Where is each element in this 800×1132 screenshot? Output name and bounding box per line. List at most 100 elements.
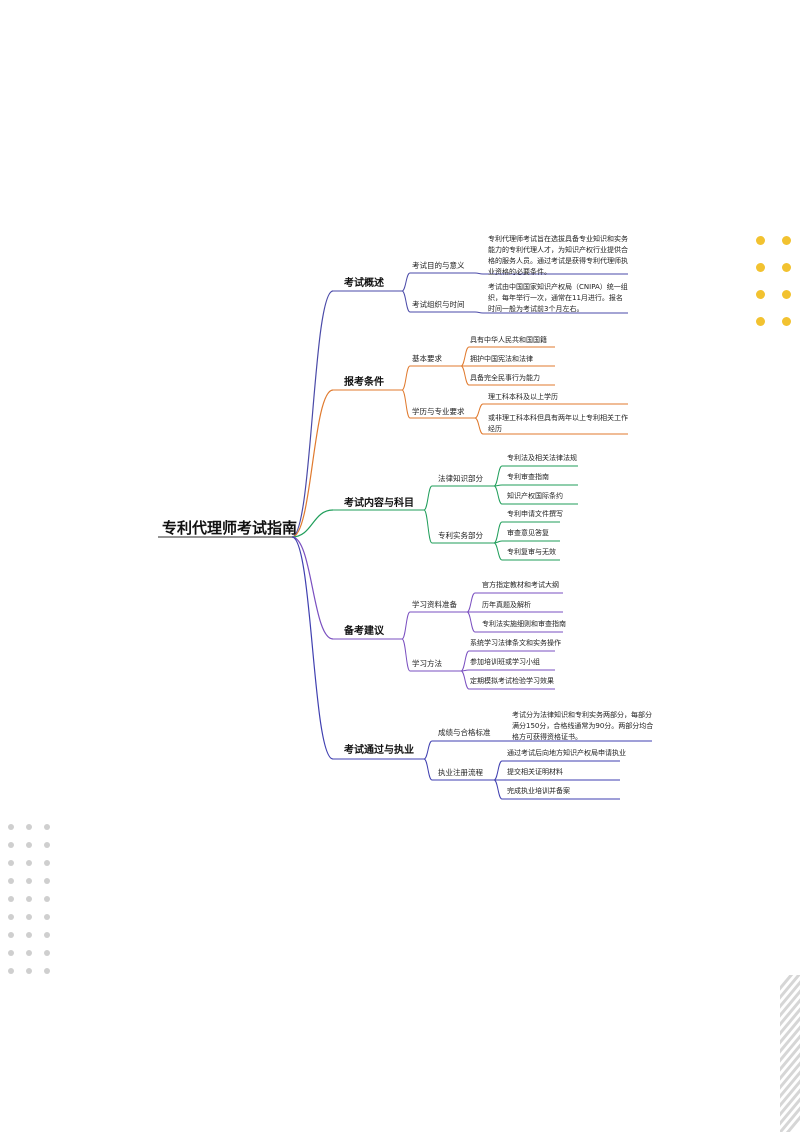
leaf-capacity: 具备完全民事行为能力: [470, 374, 540, 382]
leaf-implementation-rules: 专利法实施细则和审查指南: [482, 620, 566, 628]
connector-leaf-2-0-0: [493, 465, 503, 487]
connector-leaf-1-1-1: [474, 417, 484, 435]
connector-branch-3-node-0: [401, 611, 411, 640]
leaf-office-action-response: 审查意见答复: [507, 529, 549, 537]
connector-leaf-0-0-0: [474, 272, 484, 275]
connector-leaf-2-1-2: [493, 542, 503, 561]
gray-dot: [44, 968, 50, 974]
connector-leaf-1-1-0: [474, 403, 484, 419]
leaf-international-treaties: 知识产权国际条约: [507, 492, 563, 500]
leaf-exam-purpose-text: 专利代理师考试旨在选拔具备专业知识和实务能力的专利代理人才，为知识产权行业提供合…: [488, 235, 628, 276]
gray-dot: [8, 842, 14, 848]
leaf-science-degree: 理工科本科及以上学历: [488, 393, 558, 401]
connector-leaf-3-0-2: [466, 611, 476, 633]
leaf-reexamination: 专利复审与无效: [507, 548, 556, 556]
gray-dot: [26, 914, 32, 920]
gray-dot: [44, 878, 50, 884]
gray-dot: [26, 896, 32, 902]
branch-study-advice: 备考建议: [344, 626, 384, 637]
node-basic-requirements: 基本要求: [412, 354, 442, 363]
leaf-past-exams: 历年真题及解析: [482, 601, 531, 609]
node-registration-process: 执业注册流程: [438, 768, 483, 777]
gray-dot: [44, 914, 50, 920]
yellow-dot: [782, 263, 791, 272]
gray-dot: [26, 860, 32, 866]
connector-branch-2-node-0: [423, 485, 433, 511]
node-exam-purpose: 考试目的与意义: [412, 261, 465, 270]
node-study-materials: 学习资料准备: [412, 600, 457, 609]
gray-dot: [44, 842, 50, 848]
connector-branch-0-node-1: [401, 290, 411, 313]
connector-root-branch-0: [291, 290, 334, 538]
gray-dot: [26, 824, 32, 830]
leaf-application-drafting: 专利申请文件撰写: [507, 510, 563, 518]
gray-dot: [26, 842, 32, 848]
root-title: 专利代理师考试指南: [162, 519, 298, 537]
connector-leaf-4-1-0: [493, 760, 503, 781]
connector-leaf-3-1-0: [460, 650, 470, 672]
connector-root-branch-3: [291, 536, 334, 640]
connector-leaf-2-1-0: [493, 521, 503, 544]
connector-root-branch-1: [291, 389, 334, 538]
leaf-patent-law: 专利法及相关法律法规: [507, 454, 577, 462]
node-study-methods: 学习方法: [412, 659, 442, 668]
yellow-dot: [756, 317, 765, 326]
connector-leaf-0-1-0: [474, 311, 484, 314]
branch-eligibility: 报考条件: [344, 377, 384, 388]
gray-dot: [26, 878, 32, 884]
yellow-dot: [756, 236, 765, 245]
diagonal-stripe-pattern: [780, 975, 800, 1132]
connector-branch-1-node-0: [401, 365, 411, 391]
yellow-dot: [782, 236, 791, 245]
gray-dot: [44, 824, 50, 830]
gray-dot: [8, 950, 14, 956]
connector-leaf-1-0-2: [460, 365, 470, 386]
connector-branch-1-node-1: [401, 389, 411, 419]
gray-dot: [26, 968, 32, 974]
connector-root-branch-2: [291, 509, 334, 538]
gray-dot: [26, 950, 32, 956]
gray-dot: [44, 860, 50, 866]
yellow-dot-pattern: [752, 232, 800, 332]
gray-dot: [8, 968, 14, 974]
gray-dot: [8, 896, 14, 902]
leaf-systematic-study: 系统学习法律条文和实务操作: [470, 639, 561, 647]
gray-dot: [8, 932, 14, 938]
connector-leaf-3-1-2: [460, 670, 470, 690]
connector-leaf-4-1-2: [493, 779, 503, 800]
node-education-requirements: 学历与专业要求: [412, 407, 465, 416]
gray-dot: [8, 878, 14, 884]
gray-dot: [8, 860, 14, 866]
leaf-official-textbook: 官方指定教材和考试大纲: [482, 581, 559, 589]
gray-dot-pattern: [6, 820, 56, 980]
gray-dot: [44, 950, 50, 956]
connector-branch-4-node-1: [423, 758, 433, 781]
node-exam-organization: 考试组织与时间: [412, 300, 465, 309]
leaf-mock-exams: 定期模拟考试检验学习效果: [470, 677, 554, 685]
gray-dot: [44, 896, 50, 902]
gray-dot: [44, 932, 50, 938]
leaf-submit-documents: 提交相关证明材料: [507, 768, 563, 776]
leaf-apply-registration: 通过考试后向地方知识产权局申请执业: [507, 749, 626, 757]
node-passing-standard: 成绩与合格标准: [438, 728, 491, 737]
leaf-complete-training: 完成执业培训并备案: [507, 787, 570, 795]
gray-dot: [26, 932, 32, 938]
node-legal-knowledge: 法律知识部分: [438, 474, 483, 483]
yellow-dot: [782, 317, 791, 326]
gray-dot: [8, 914, 14, 920]
connector-root-branch-4: [291, 536, 334, 760]
leaf-non-science-degree: 或非理工科本科但具有两年以上专利相关工作经历: [488, 414, 628, 433]
node-patent-practice: 专利实务部分: [438, 531, 483, 540]
branch-passing-and-practice: 考试通过与执业: [344, 745, 414, 756]
connector-branch-3-node-1: [401, 638, 411, 672]
connector-branch-2-node-1: [423, 509, 433, 544]
connector-leaf-1-0-0: [460, 346, 470, 367]
leaf-nationality: 具有中华人民共和国国籍: [470, 336, 547, 344]
connector-branch-0-node-0: [401, 272, 411, 292]
leaf-exam-organization-text: 考试由中国国家知识产权局（CNIPA）统一组织，每年举行一次，通常在11月进行。…: [488, 283, 628, 313]
connector-leaf-3-0-0: [466, 592, 476, 613]
gray-dot: [8, 824, 14, 830]
leaf-training-class: 参加培训班或学习小组: [470, 658, 540, 666]
leaf-constitution: 拥护中国宪法和法律: [470, 355, 533, 363]
